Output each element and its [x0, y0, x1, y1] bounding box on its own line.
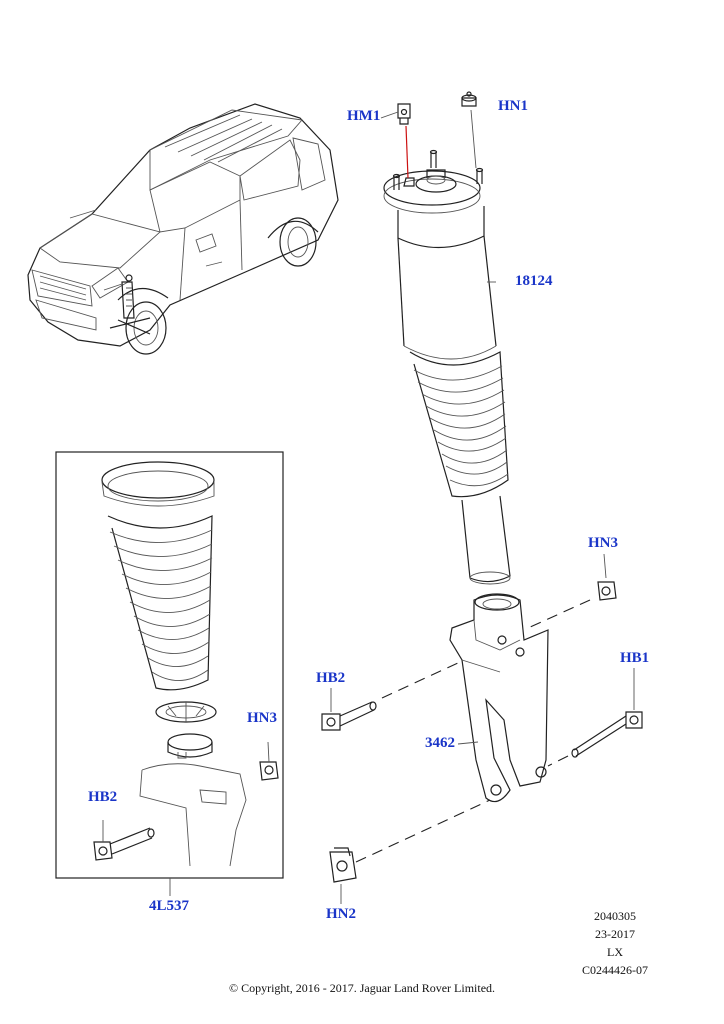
callout-hn1[interactable]: HN1: [498, 98, 528, 114]
air-spring-strut-assembly: [383, 109, 511, 585]
hn1-nut: [461, 91, 477, 107]
callout-hb2-right[interactable]: HB2: [316, 670, 346, 686]
diagram-date-code: 23-2017: [595, 927, 635, 941]
hm1-fastener: [397, 103, 411, 179]
vehicle-locator-image: [27, 103, 339, 355]
callout-18124[interactable]: 18124: [515, 273, 553, 289]
callout-3462[interactable]: 3462: [425, 735, 455, 751]
callout-hm1[interactable]: HM1: [347, 108, 381, 124]
callout-hb1[interactable]: HB1: [620, 650, 650, 666]
callout-hb2-inset[interactable]: HB2: [88, 789, 118, 805]
diagram-illustration-id: C0244426-07: [582, 963, 648, 977]
hn2-nut: [329, 799, 491, 883]
strut-fork-bracket: [449, 593, 549, 803]
callout-4l537[interactable]: 4L537: [149, 898, 190, 914]
copyright-notice: © Copyright, 2016 - 2017. Jaguar Land Ro…: [228, 981, 496, 995]
inset-box-4L537: [55, 451, 284, 896]
diagram-model-code: LX: [607, 945, 623, 959]
hb1-bolt: [547, 711, 643, 767]
hn3-nut-right: [527, 581, 617, 629]
callout-hn3-right[interactable]: HN3: [588, 535, 618, 551]
hb2-bolt-right: [321, 661, 461, 731]
callout-hn3-inset[interactable]: HN3: [247, 710, 277, 726]
callout-hn2[interactable]: HN2: [326, 906, 356, 922]
diagram-reference-number: 2040305: [594, 909, 636, 923]
